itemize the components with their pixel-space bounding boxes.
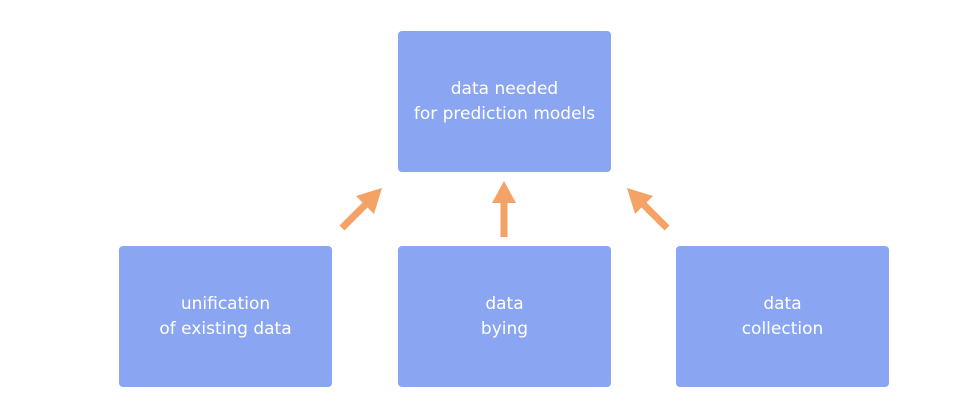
goal-node-label: data needed for prediction models (414, 77, 595, 127)
arrow-left-to-goal-icon (339, 188, 382, 231)
unification-node-line-2: of existing data (159, 318, 292, 339)
buying-node-line-2: bying (480, 318, 529, 339)
arrow-right-to-goal-icon (627, 188, 670, 231)
collection-node-line-1: data (763, 293, 802, 314)
collection-node-label: data collection (742, 292, 824, 342)
collection-node-line-2: collection (741, 318, 824, 339)
unification-node-label: unification of existing data (159, 292, 291, 342)
unification-node-line-1: unification (180, 293, 271, 314)
buying-node-label: data bying (481, 292, 528, 342)
unification-node: unification of existing data (119, 246, 332, 387)
goal-node-line-1: data needed (450, 78, 559, 99)
collection-node: data collection (676, 246, 889, 387)
goal-node: data needed for prediction models (398, 31, 611, 172)
goal-node-line-2: for prediction models (413, 103, 596, 124)
buying-node: data bying (398, 246, 611, 387)
buying-node-line-1: data (485, 293, 524, 314)
arrow-center-to-goal-icon (492, 181, 516, 237)
